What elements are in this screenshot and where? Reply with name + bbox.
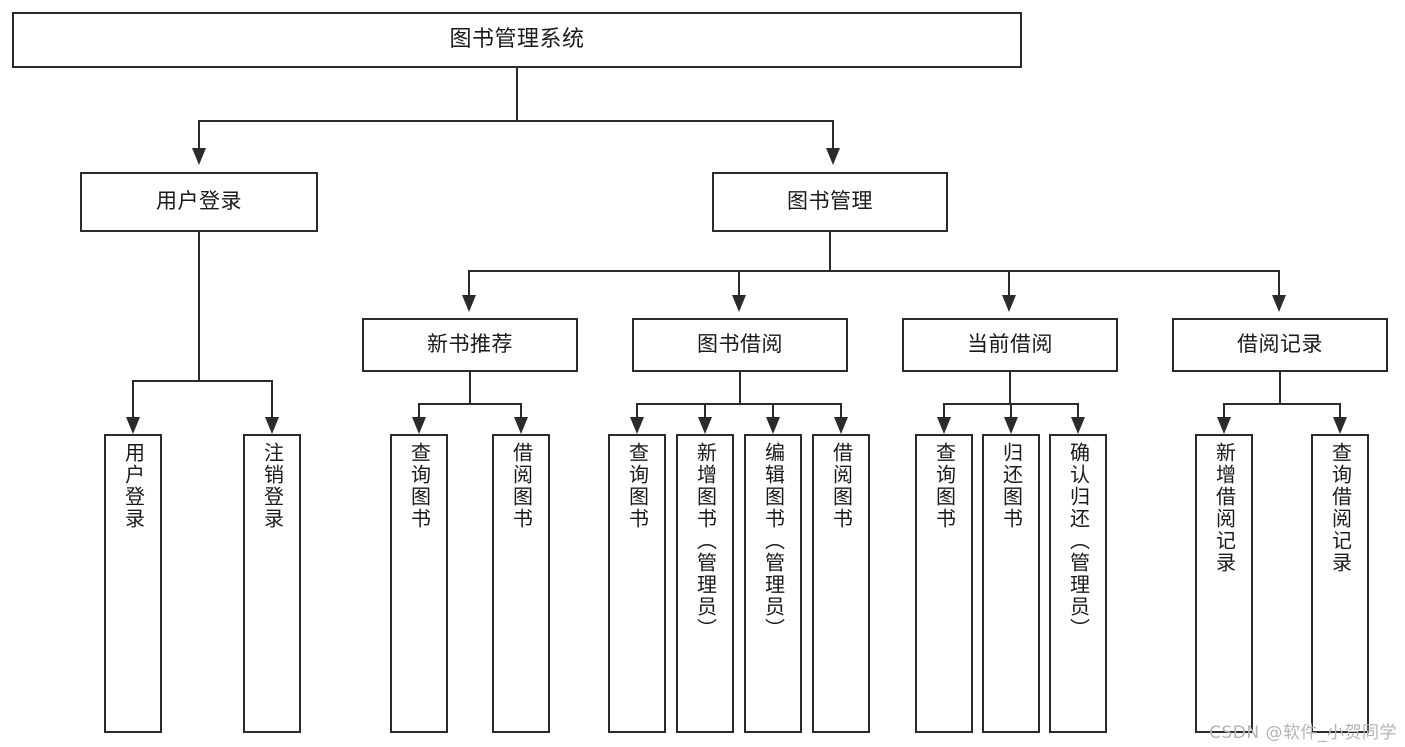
leaf-label: 借阅图书 <box>829 442 854 530</box>
connector-br-stem <box>1279 372 1281 403</box>
leaf-br-query-record[interactable]: 查询借阅记录 <box>1311 434 1369 733</box>
node-borrow-record[interactable]: 借阅记录 <box>1172 318 1388 372</box>
arrow-to-current-borrow <box>1002 295 1016 312</box>
node-label: 借阅记录 <box>1237 332 1323 357</box>
arrow-to-leaf-logout <box>265 417 279 434</box>
connector-nbr-stem <box>469 372 471 403</box>
node-label: 用户登录 <box>156 189 242 214</box>
connector-bb-drop-2 <box>704 403 706 417</box>
node-label: 图书管理 <box>787 189 873 214</box>
leaf-br-add-record[interactable]: 新增借阅记录 <box>1195 434 1253 733</box>
leaf-label: 确认归还（管理员） <box>1066 442 1091 640</box>
leaf-label: 查询图书 <box>625 442 650 530</box>
leaf-bb-edit-book-admin[interactable]: 编辑图书（管理员） <box>744 434 802 733</box>
node-label: 图书管理系统 <box>449 26 585 52</box>
connector-user-login-stem <box>198 232 200 380</box>
node-book-management[interactable]: 图书管理 <box>712 172 948 232</box>
arrow-bb-leaf-2 <box>698 417 712 434</box>
connector-root-bus-left-drop <box>198 120 200 148</box>
leaf-cb-confirm-return-admin[interactable]: 确认归还（管理员） <box>1049 434 1107 733</box>
leaf-label: 归还图书 <box>999 442 1024 530</box>
leaf-cb-query-books[interactable]: 查询图书 <box>915 434 973 733</box>
connector-bm-drop-3 <box>1008 270 1010 295</box>
arrow-to-book-borrow <box>732 295 746 312</box>
leaf-bb-query-books[interactable]: 查询图书 <box>608 434 666 733</box>
arrow-bb-leaf-4 <box>834 417 848 434</box>
arrow-to-new-book-rec <box>462 295 476 312</box>
arrow-bb-leaf-1 <box>630 417 644 434</box>
leaf-label: 查询图书 <box>932 442 957 530</box>
connector-br-drop-1 <box>1223 403 1225 417</box>
arrow-root-to-user-login <box>192 148 206 165</box>
leaf-user-login[interactable]: 用户登录 <box>104 434 162 733</box>
connector-bm-drop-4 <box>1278 270 1280 295</box>
arrow-cb-leaf-2 <box>1004 417 1018 434</box>
connector-book-management-stem <box>829 232 831 270</box>
connector-nbr-drop-1 <box>418 403 420 417</box>
connector-br-drop-2 <box>1339 403 1341 417</box>
connector-cb-drop-3 <box>1077 403 1079 417</box>
connector-root-stem <box>516 68 518 120</box>
leaf-bb-borrow-books[interactable]: 借阅图书 <box>812 434 870 733</box>
connector-nbr-bus <box>418 403 522 405</box>
leaf-label: 注销登录 <box>260 442 285 530</box>
connector-root-bus-right-drop <box>832 120 834 148</box>
node-new-book-recommendation[interactable]: 新书推荐 <box>362 318 578 372</box>
node-label: 当前借阅 <box>967 332 1053 357</box>
connector-bb-drop-4 <box>840 403 842 417</box>
arrow-to-leaf-user-login <box>126 417 140 434</box>
connector-cb-stem <box>1009 372 1011 403</box>
node-current-borrow[interactable]: 当前借阅 <box>902 318 1118 372</box>
arrow-bb-leaf-3 <box>766 417 780 434</box>
leaf-logout[interactable]: 注销登录 <box>243 434 301 733</box>
arrow-nbr-leaf-2 <box>514 417 528 434</box>
leaf-label: 新增图书（管理员） <box>693 442 718 640</box>
connector-bm-drop-1 <box>468 270 470 295</box>
leaf-label: 用户登录 <box>121 442 146 530</box>
leaf-nbr-borrow-books[interactable]: 借阅图书 <box>492 434 550 733</box>
connector-book-management-bus <box>468 270 1280 272</box>
connector-bm-drop-2 <box>738 270 740 295</box>
connector-bb-bus <box>636 403 842 405</box>
leaf-nbr-query-books[interactable]: 查询图书 <box>390 434 448 733</box>
connector-user-login-drop-1 <box>132 380 134 417</box>
leaf-label: 借阅图书 <box>509 442 534 530</box>
connector-root-bus <box>198 120 834 122</box>
arrow-to-borrow-record <box>1272 295 1286 312</box>
arrow-br-leaf-2 <box>1333 417 1347 434</box>
arrow-cb-leaf-3 <box>1071 417 1085 434</box>
connector-user-login-drop-2 <box>271 380 273 417</box>
connector-user-login-bus <box>132 380 272 382</box>
connector-bb-drop-3 <box>772 403 774 417</box>
arrow-br-leaf-1 <box>1217 417 1231 434</box>
arrow-cb-leaf-1 <box>937 417 951 434</box>
node-label: 新书推荐 <box>427 332 513 357</box>
connector-cb-drop-2 <box>1010 403 1012 417</box>
leaf-label: 查询图书 <box>407 442 432 530</box>
leaf-label: 编辑图书（管理员） <box>761 442 786 640</box>
node-user-login[interactable]: 用户登录 <box>80 172 318 232</box>
node-label: 图书借阅 <box>697 332 783 357</box>
arrow-nbr-leaf-1 <box>412 417 426 434</box>
node-book-borrow[interactable]: 图书借阅 <box>632 318 848 372</box>
leaf-label: 新增借阅记录 <box>1212 442 1237 574</box>
leaf-cb-return-books[interactable]: 归还图书 <box>982 434 1040 733</box>
leaf-bb-add-book-admin[interactable]: 新增图书（管理员） <box>676 434 734 733</box>
arrow-root-to-book-management <box>826 148 840 165</box>
connector-bb-stem <box>739 372 741 403</box>
connector-nbr-drop-2 <box>520 403 522 417</box>
node-root-book-management-system[interactable]: 图书管理系统 <box>12 12 1022 68</box>
connector-bb-drop-1 <box>636 403 638 417</box>
connector-br-bus <box>1223 403 1341 405</box>
leaf-label: 查询借阅记录 <box>1328 442 1353 574</box>
connector-cb-drop-1 <box>943 403 945 417</box>
